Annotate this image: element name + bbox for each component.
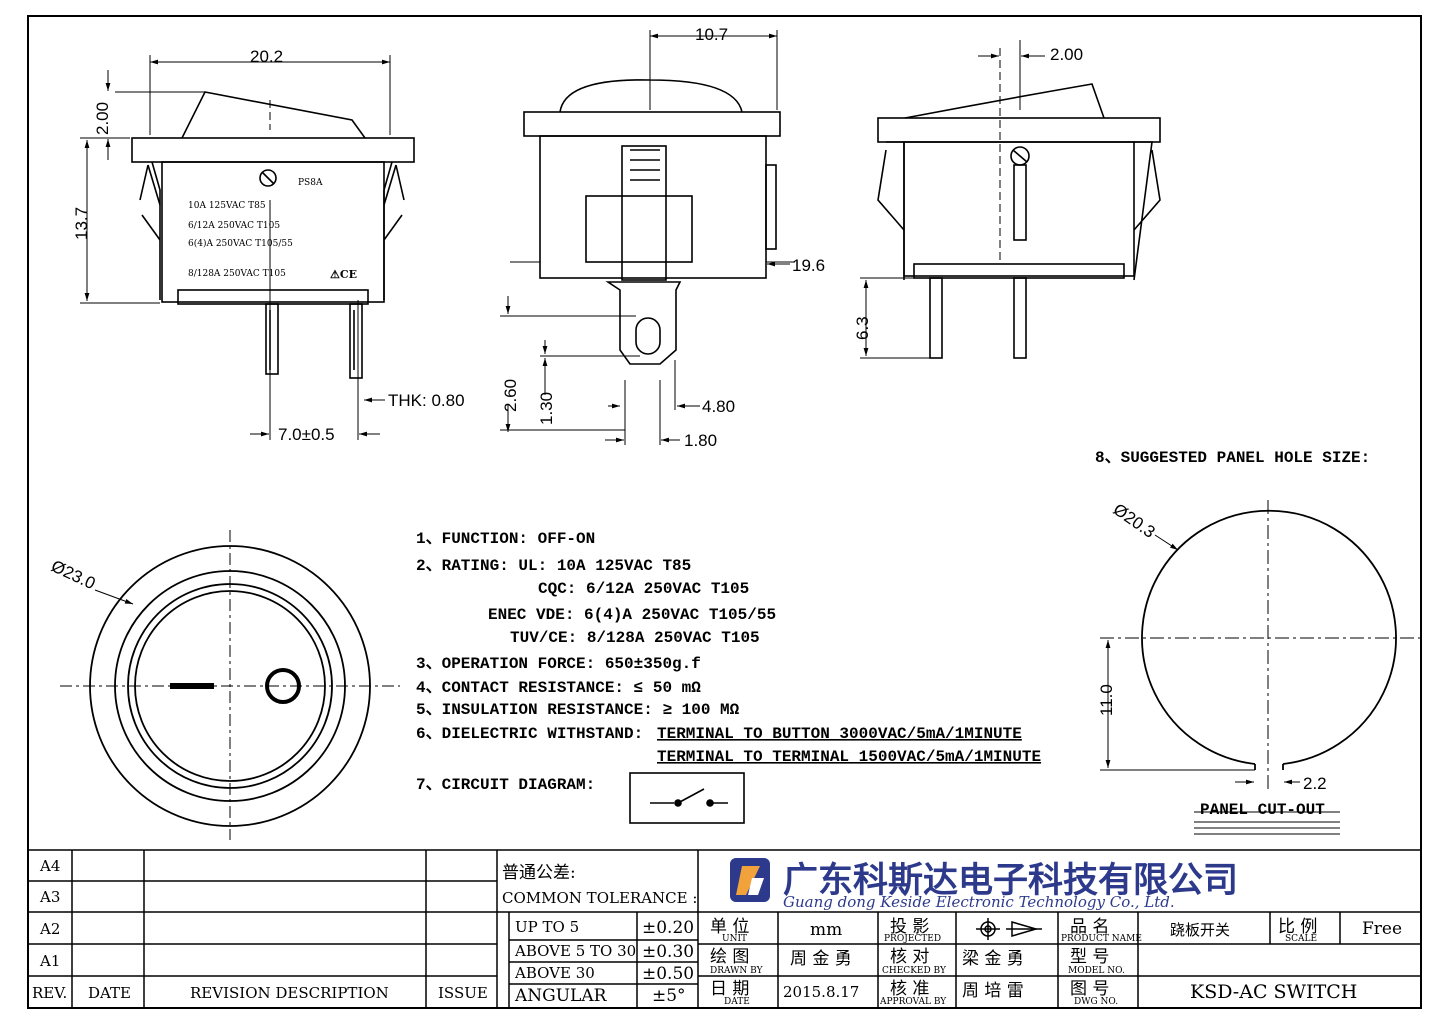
rev-header-desc: REVISION DESCRIPTION xyxy=(190,984,389,1002)
front-dim-rocker: 2.00 xyxy=(93,102,112,135)
note-rating-ul: 2、RATING: UL: 10A 125VAC T85 xyxy=(416,557,691,575)
unit-label-en: UNIT xyxy=(722,934,747,944)
side-dim-top: 10.7 xyxy=(695,25,728,44)
note-circuit: 7、CIRCUIT DIAGRAM: xyxy=(416,776,595,794)
side-view xyxy=(500,30,795,445)
right-dim-pin: 6.3 xyxy=(853,316,872,340)
drawn-label-en: DRAWN BY xyxy=(710,966,764,976)
side-dim-130: 1.30 xyxy=(537,392,556,425)
approval-label-cn: 核 准 xyxy=(890,979,929,999)
tol-range-4: ANGULAR xyxy=(514,986,608,1006)
unit-value: mm xyxy=(810,920,842,940)
model-label-en: MODEL NO. xyxy=(1068,966,1125,976)
label-line-4: 8/128A 250VAC T105 xyxy=(188,269,286,279)
front-dim-width: 20.2 xyxy=(250,47,283,66)
label-line-3: 6(4)A 250VAC T105/55 xyxy=(188,238,293,249)
product-label-cn: 品 名 xyxy=(1070,917,1109,937)
label-line-1: 10A 125VAC T85 xyxy=(188,201,266,211)
tol-value-4: ±5° xyxy=(652,986,686,1006)
projected-label-en: PROJECTED xyxy=(884,934,941,944)
projected-label-cn: 投 影 xyxy=(890,917,929,937)
right-view xyxy=(860,40,1161,359)
checked-label-cn: 核 对 xyxy=(890,947,929,967)
tol-value-1: ±0.20 xyxy=(642,918,694,938)
company-name-en: Guang dong Keside Electronic Technology … xyxy=(783,893,1175,911)
rev-a1: A1 xyxy=(39,952,60,970)
rev-header-date: DATE xyxy=(88,984,131,1002)
side-dim-480: 4.80 xyxy=(702,397,735,416)
dwg-label-cn: 图 号 xyxy=(1070,979,1109,999)
front-view xyxy=(80,55,415,440)
side-dim-260: 2.60 xyxy=(501,379,520,412)
panel-title: 8、SUGGESTED PANEL HOLE SIZE: xyxy=(1095,449,1370,467)
approval-value: 周 培 雷 xyxy=(962,981,1024,1001)
label-ps: PS8A xyxy=(298,178,323,188)
panel-dim-diameter: Ø20.3 xyxy=(1110,500,1159,542)
tolerance-title-cn: 普通公差: xyxy=(502,863,576,883)
rev-header-issue: ISSUE xyxy=(438,984,488,1002)
title-block xyxy=(28,849,1421,1008)
round-dim-diameter: Ø23.0 xyxy=(48,556,98,593)
unit-label-cn: 单 位 xyxy=(710,917,749,937)
dwg-value: KSD-AC SWITCH xyxy=(1190,981,1357,1003)
panel-caption: PANEL CUT-OUT xyxy=(1200,801,1325,819)
scale-label-cn: 比 例 xyxy=(1278,917,1317,937)
product-label-en: PRODUCT NAME xyxy=(1061,934,1142,944)
round-view xyxy=(60,530,400,840)
tolerance-title-en: COMMON TOLERANCE : xyxy=(502,889,697,907)
circuit-diagram xyxy=(629,772,745,824)
rev-a3: A3 xyxy=(39,888,60,906)
note-dielectric-b: TERMINAL TO TERMINAL 1500VAC/5mA/1MINUTE xyxy=(657,748,1041,766)
panel-dim-notch: 2.2 xyxy=(1303,774,1327,793)
note-dielectric-a: TERMINAL TO BUTTON 3000VAC/5mA/1MINUTE xyxy=(657,725,1022,743)
note-rating-enec: ENEC VDE: 6(4)A 250VAC T105/55 xyxy=(488,606,776,624)
dwg-label-en: DWG NO. xyxy=(1074,997,1118,1007)
checked-label-en: CHECKED BY xyxy=(882,966,947,976)
date-value: 2015.8.17 xyxy=(783,983,859,1001)
sheet-border xyxy=(27,15,1422,1009)
note-function: 1、FUNCTION: OFF-ON xyxy=(416,530,595,548)
tol-range-2: ABOVE 5 TO 30 xyxy=(514,942,636,960)
note-contact-resistance: 4、CONTACT RESISTANCE: ≤ 50 mΩ xyxy=(416,679,701,697)
rev-a2: A2 xyxy=(39,920,60,938)
right-dim-top: 2.00 xyxy=(1050,45,1083,64)
panel-dim-height: 11.0 xyxy=(1097,684,1116,716)
company-name-cn: 广东科斯达电子科技有限公司 xyxy=(783,860,1238,901)
model-label-cn: 型 号 xyxy=(1070,947,1109,967)
drawn-value: 周 金 勇 xyxy=(790,949,852,969)
scale-value: Free xyxy=(1362,919,1402,939)
tol-value-3: ±0.50 xyxy=(642,964,694,984)
label-line-2: 6/12A 250VAC T105 xyxy=(188,221,280,231)
date-label-cn: 日 期 xyxy=(710,979,749,999)
note-rating-cqc: CQC: 6/12A 250VAC T105 xyxy=(538,580,749,598)
front-dim-pitch: 7.0±0.5 xyxy=(278,425,335,444)
product-value: 跷板开关 xyxy=(1170,921,1230,939)
note-dielectric: 6、DIELECTRIC WITHSTAND: xyxy=(416,725,643,743)
approval-label-en: APPROVAL BY xyxy=(879,997,947,1007)
panel-cutout xyxy=(1100,500,1420,835)
note-operation-force: 3、OPERATION FORCE: 650±350g.f xyxy=(416,655,701,673)
company-logo xyxy=(730,858,770,902)
front-dim-thickness: THK: 0.80 xyxy=(388,391,465,410)
tol-range-3: ABOVE 30 xyxy=(514,964,595,982)
rev-a4: A4 xyxy=(39,857,60,875)
front-dim-height: 13.7 xyxy=(72,207,91,240)
projection-symbol-icon xyxy=(976,918,1042,940)
tol-range-1: UP TO 5 xyxy=(515,918,579,936)
rev-header-rev: REV. xyxy=(32,984,67,1002)
scale-label-en: SCALE xyxy=(1285,934,1317,944)
checked-value: 梁 金 勇 xyxy=(962,949,1024,969)
notes: 1、FUNCTION: OFF-ON 2、RATING: UL: 10A 125… xyxy=(416,530,1041,794)
side-dim-180: 1.80 xyxy=(684,431,717,450)
drawn-label-cn: 绘 图 xyxy=(710,947,749,967)
ce-mark: ⚠CE xyxy=(330,268,357,281)
tol-value-2: ±0.30 xyxy=(642,942,694,962)
note-insulation-resistance: 5、INSULATION RESISTANCE: ≥ 100 MΩ xyxy=(416,701,740,719)
side-dim-depth: 19.6 xyxy=(792,256,825,275)
note-rating-tuv: TUV/CE: 8/128A 250VAC T105 xyxy=(510,629,760,647)
date-label-en: DATE xyxy=(724,997,750,1007)
